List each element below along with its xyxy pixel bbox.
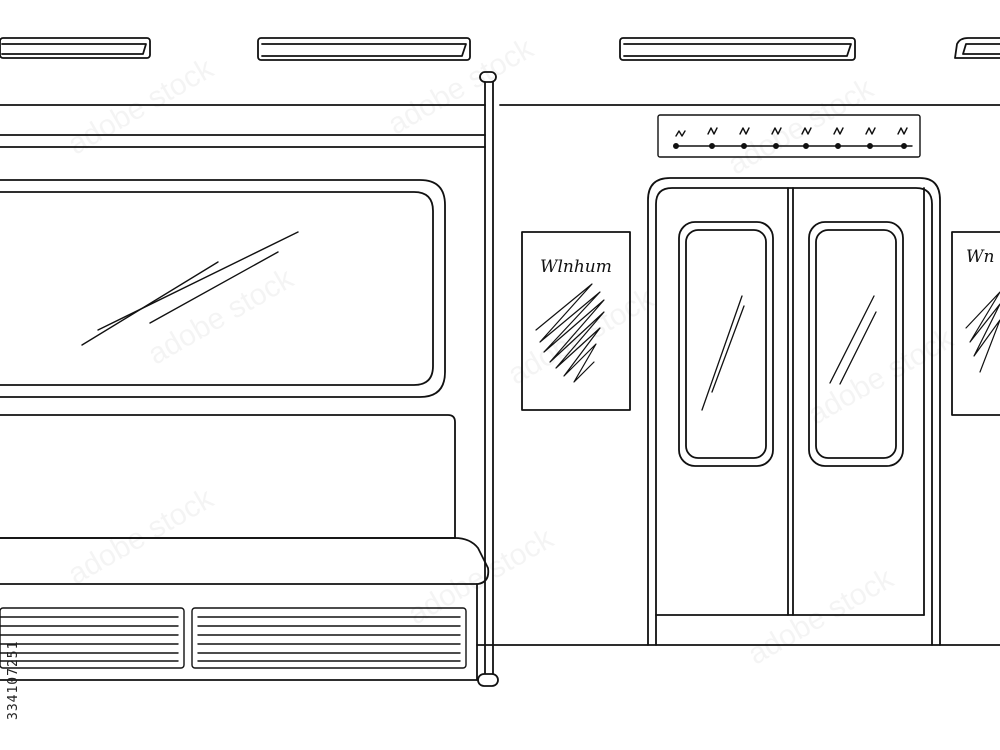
door-window-right	[808, 221, 904, 467]
poster-left-heading: Wlnhum	[540, 257, 612, 277]
light-panel-icon	[619, 37, 856, 61]
light-panel-icon	[257, 37, 471, 61]
door-window-left	[678, 221, 774, 467]
heater-vent-right	[191, 607, 467, 669]
sliding-door	[647, 177, 941, 646]
poster-right: Wn	[951, 231, 1000, 416]
luggage-rail	[0, 134, 486, 148]
route-map-icon	[657, 114, 921, 158]
light-panel-icon	[0, 37, 151, 59]
heater-vent-left	[0, 607, 185, 669]
poster-right-heading: Wn	[966, 247, 994, 267]
ceiling-lights	[0, 37, 1000, 61]
pole-icon	[477, 71, 499, 687]
image-id-label: 334107251	[6, 640, 21, 720]
scribble-icon	[535, 283, 605, 383]
side-window	[0, 179, 446, 398]
light-panel-icon	[954, 37, 1000, 59]
bench-seat	[0, 414, 490, 681]
window-reflection-icon	[81, 231, 299, 346]
poster-left: Wlnhum	[521, 231, 631, 411]
